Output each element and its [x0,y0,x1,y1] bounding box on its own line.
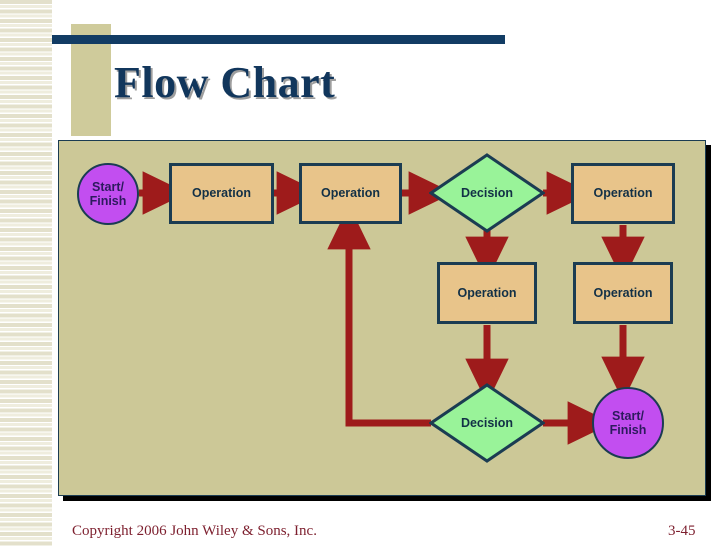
node-operation-3[interactable]: Operation [437,262,537,324]
node-operation-5[interactable]: Operation [573,262,673,324]
edge-decision2-to-op2-feedback [327,204,431,427]
node-label: Decision [460,185,514,200]
decision-diamond-shape [429,383,545,463]
flowchart-connectors [139,171,645,445]
node-label-line1: Start/ [92,179,124,194]
footer-copyright: Copyright 2006 John Wiley & Sons, Inc. [72,523,317,539]
node-operation-1[interactable]: Operation [169,163,274,224]
node-finish[interactable]: Start/ Finish [592,387,664,459]
node-label: Operation [320,186,381,201]
node-operation-2[interactable]: Operation [299,163,402,224]
node-label: Operation [593,186,653,201]
node-label-line1: Start/ [612,408,644,423]
node-label: Operation [593,285,653,300]
node-label-line2: Finish [609,423,647,437]
decorative-stripe-band [0,0,52,546]
node-label: Decision [460,415,514,430]
node-label-line2: Finish [89,194,127,208]
node-decision-2[interactable]: Decision [429,383,545,463]
node-decision-1[interactable]: Decision [429,153,545,233]
flowchart-panel: Start/ Finish Operation Operation Decisi… [58,140,706,496]
node-label: Operation [191,186,252,201]
page-title: Flow Chart [114,58,336,107]
node-operation-4[interactable]: Operation [571,163,675,224]
footer-page-number: 3-45 [668,523,696,539]
node-label: Operation [457,285,517,300]
node-start-finish[interactable]: Start/ Finish [77,163,139,225]
title-divider-rule [52,35,505,44]
